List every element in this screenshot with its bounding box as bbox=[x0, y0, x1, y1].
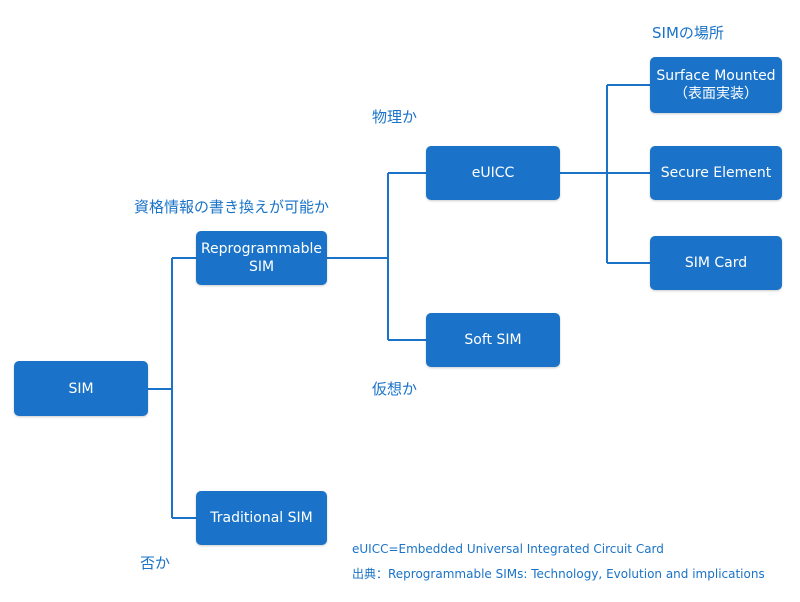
node-reprogrammable-sim-line2: SIM bbox=[248, 259, 275, 275]
footnote-definition: eUICC=Embedded Universal Integrated Circ… bbox=[352, 542, 664, 556]
node-soft-sim: Soft SIM bbox=[426, 313, 560, 367]
node-traditional-sim-label: Traditional SIM bbox=[210, 510, 313, 526]
node-soft-sim-label: Soft SIM bbox=[464, 332, 522, 348]
node-euicc-label: eUICC bbox=[471, 165, 515, 181]
label-physical: 物理か bbox=[372, 108, 418, 126]
node-traditional-sim: Traditional SIM bbox=[196, 491, 327, 545]
label-no: 否か bbox=[140, 554, 171, 572]
node-secure-element-label: Secure Element bbox=[660, 165, 772, 181]
node-euicc: eUICC bbox=[426, 146, 560, 200]
node-reprogrammable-sim: Reprogrammable SIM bbox=[196, 231, 327, 285]
footnote-source: 出典：Reprogrammable SIMs: Technology, Evol… bbox=[352, 567, 765, 581]
node-surface-mounted: Surface Mounted （表面実装） bbox=[650, 57, 782, 113]
node-surface-mounted-line2: （表面実装） bbox=[674, 86, 758, 102]
label-virtual: 仮想か bbox=[372, 380, 418, 398]
node-sim-card: SIM Card bbox=[650, 236, 782, 290]
node-sim-card-label: SIM Card bbox=[684, 255, 748, 271]
label-location: SIMの場所 bbox=[652, 24, 724, 42]
node-sim: SIM bbox=[14, 361, 148, 416]
node-surface-mounted-line1: Surface Mounted bbox=[656, 68, 776, 84]
node-reprogrammable-sim-line1: Reprogrammable bbox=[200, 241, 323, 257]
node-secure-element: Secure Element bbox=[650, 146, 782, 200]
label-rewritable: 資格情報の書き換えが可能か bbox=[134, 198, 330, 216]
node-sim-label: SIM bbox=[68, 380, 94, 397]
